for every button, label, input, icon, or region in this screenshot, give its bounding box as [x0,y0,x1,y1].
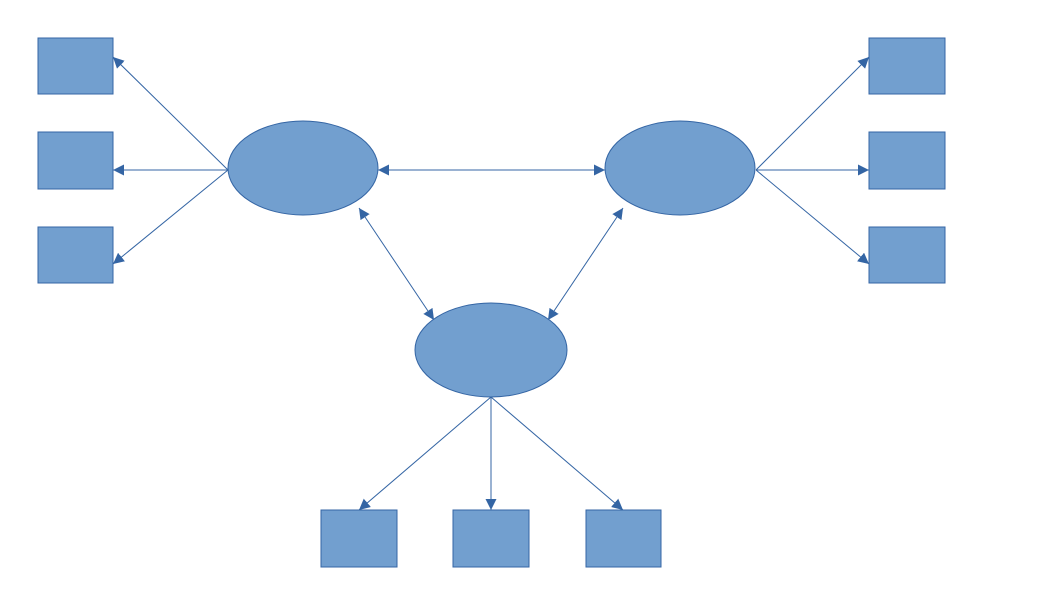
indicator-left-2[interactable] [37,131,114,190]
indicator-right-3[interactable] [868,226,946,284]
latent-bottom[interactable] [414,302,568,398]
covariance-right-bottom [547,207,624,321]
arrow-left-1 [112,56,229,171]
indicator-bottom-3[interactable] [585,509,662,568]
latent-right[interactable] [604,120,756,216]
arrow-bottom-3 [490,396,624,511]
indicator-left-1[interactable] [37,37,114,95]
indicator-bottom-2[interactable] [452,509,530,568]
arrow-right-3 [755,169,870,265]
latent-left[interactable] [227,120,379,216]
arrow-bottom-1 [358,396,492,511]
indicator-bottom-1[interactable] [320,509,398,568]
covariance-left-bottom [358,207,435,321]
arrow-right-1 [755,56,870,171]
indicator-right-1[interactable] [868,37,946,95]
indicator-right-2[interactable] [868,131,946,190]
arrow-left-3 [112,169,229,265]
indicator-left-3[interactable] [37,226,114,284]
